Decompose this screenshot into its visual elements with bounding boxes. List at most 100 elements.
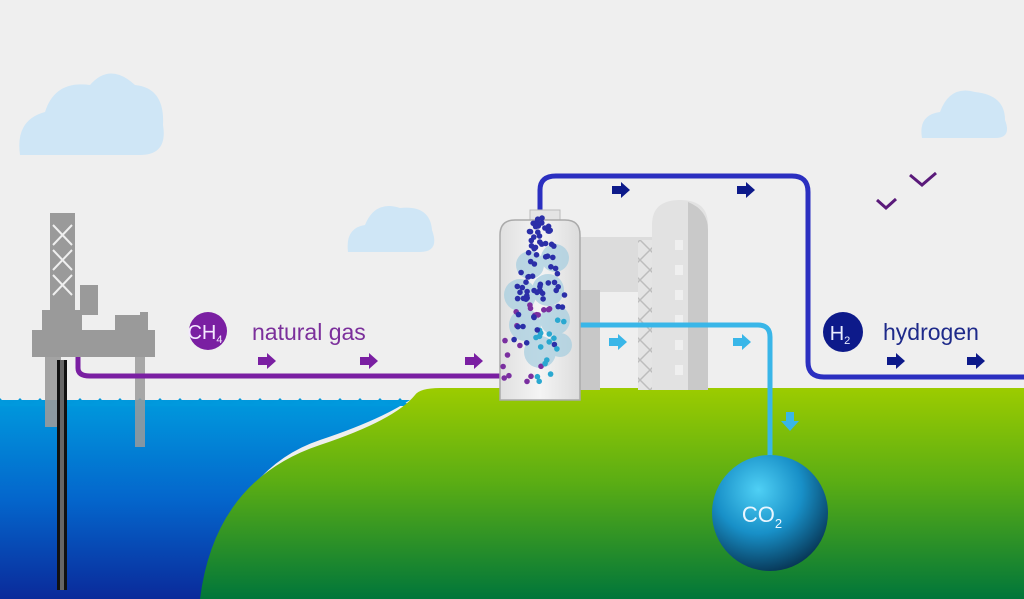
molecule-dot: [545, 306, 552, 313]
arrow-right-icon: [733, 334, 751, 350]
molecule-dot: [539, 215, 545, 221]
wave: [280, 398, 300, 406]
molecule-dot: [524, 288, 530, 295]
molecule-dot: [515, 311, 522, 318]
molecule-dot: [538, 363, 544, 370]
wave: [20, 398, 40, 406]
molecule-dot: [523, 340, 530, 346]
methane-formula: CH: [187, 322, 216, 344]
molecule-dot: [542, 225, 548, 231]
molecule-dot: [550, 254, 556, 261]
molecule-dot: [540, 296, 546, 302]
molecule-dot: [531, 314, 537, 320]
molecule-dot: [545, 280, 552, 286]
molecule-dot: [523, 279, 529, 286]
molecule-dot: [506, 372, 512, 379]
molecule-dot: [555, 284, 561, 290]
molecule-dot: [514, 295, 521, 302]
molecule-dot: [511, 336, 517, 343]
wave: [380, 398, 400, 406]
hydrogen-pipe: [537, 173, 1024, 380]
molecule-dot: [539, 220, 545, 226]
molecule-dot: [561, 292, 568, 298]
arrow-down-icon: [781, 412, 799, 431]
molecule-dot: [546, 331, 553, 337]
cloud-icon: [921, 90, 1008, 138]
molecule-dot: [534, 373, 541, 380]
co2-subscript: 2: [775, 516, 782, 531]
bird-icon: [876, 197, 898, 211]
wave: [320, 398, 340, 406]
wave: [100, 398, 120, 406]
molecule-dot: [533, 252, 540, 258]
molecule-dot: [542, 240, 549, 247]
molecule-dot: [547, 371, 554, 377]
land: [200, 388, 1024, 599]
wave: [360, 398, 380, 406]
sea: [0, 400, 410, 599]
hydrogen-formula: H: [830, 323, 844, 345]
methane-name-label: natural gas: [252, 319, 366, 345]
arrow-right-icon: [609, 334, 627, 350]
arrow-right-icon: [887, 353, 905, 369]
molecule-dot: [537, 344, 544, 350]
oil-rig-icon: [32, 213, 155, 590]
wave: [80, 398, 100, 406]
methane-pipe: [75, 357, 505, 379]
molecule-dot: [514, 283, 521, 290]
molecule-dot: [534, 216, 541, 222]
molecule-dot: [515, 323, 521, 330]
wave: [180, 398, 200, 406]
molecule-dot: [548, 241, 555, 248]
molecule-dot: [525, 249, 532, 256]
molecule-dot: [542, 360, 548, 367]
molecule-dot: [534, 327, 541, 333]
molecule-dot: [527, 228, 534, 235]
molecule-dot: [517, 289, 523, 296]
wave: [160, 398, 180, 406]
molecule-dot: [536, 233, 543, 239]
molecule-dot: [552, 265, 559, 272]
molecule-dot: [531, 261, 538, 267]
methane-formula-label: CH4: [187, 322, 222, 346]
molecule-dot: [539, 290, 546, 297]
molecule-dot: [541, 307, 547, 313]
molecule-dot: [537, 281, 544, 288]
cloud-icon: [347, 206, 435, 252]
molecule-dot: [554, 270, 561, 277]
molecule-dot: [551, 279, 558, 286]
molecule-dot: [518, 269, 524, 276]
molecule-dot: [529, 273, 536, 280]
methane-badge: [189, 312, 227, 350]
molecule-dot: [504, 352, 511, 358]
molecule-dot: [527, 302, 533, 308]
molecule-dot: [528, 373, 534, 380]
wave: [300, 398, 320, 406]
arrow-right-icon: [967, 353, 985, 369]
molecule-dot: [528, 237, 535, 244]
molecule-dot: [536, 378, 542, 385]
molecule-dot: [544, 253, 551, 259]
molecule-dot: [530, 220, 536, 227]
methane-subscript: 4: [216, 334, 222, 346]
molecule-dot: [551, 335, 557, 342]
processing-plant: [580, 200, 708, 390]
molecule-dot: [537, 239, 543, 245]
co2-storage-sphere: [712, 455, 828, 571]
wave: [0, 398, 20, 406]
molecule-dot: [502, 337, 508, 344]
molecule-dot: [519, 284, 526, 291]
molecule-dot: [548, 264, 554, 270]
co2-formula: CO: [742, 502, 775, 527]
co2-pipe: [580, 322, 773, 460]
molecule-dot: [532, 244, 539, 251]
wave: [220, 398, 240, 406]
hydrogen-badge: [823, 312, 863, 352]
wave: [240, 398, 260, 406]
molecule-dot: [546, 339, 552, 345]
co2-label: CO2: [742, 502, 782, 531]
arrow-right-icon: [737, 182, 755, 198]
wave: [260, 398, 280, 406]
molecule-dot: [547, 227, 553, 234]
